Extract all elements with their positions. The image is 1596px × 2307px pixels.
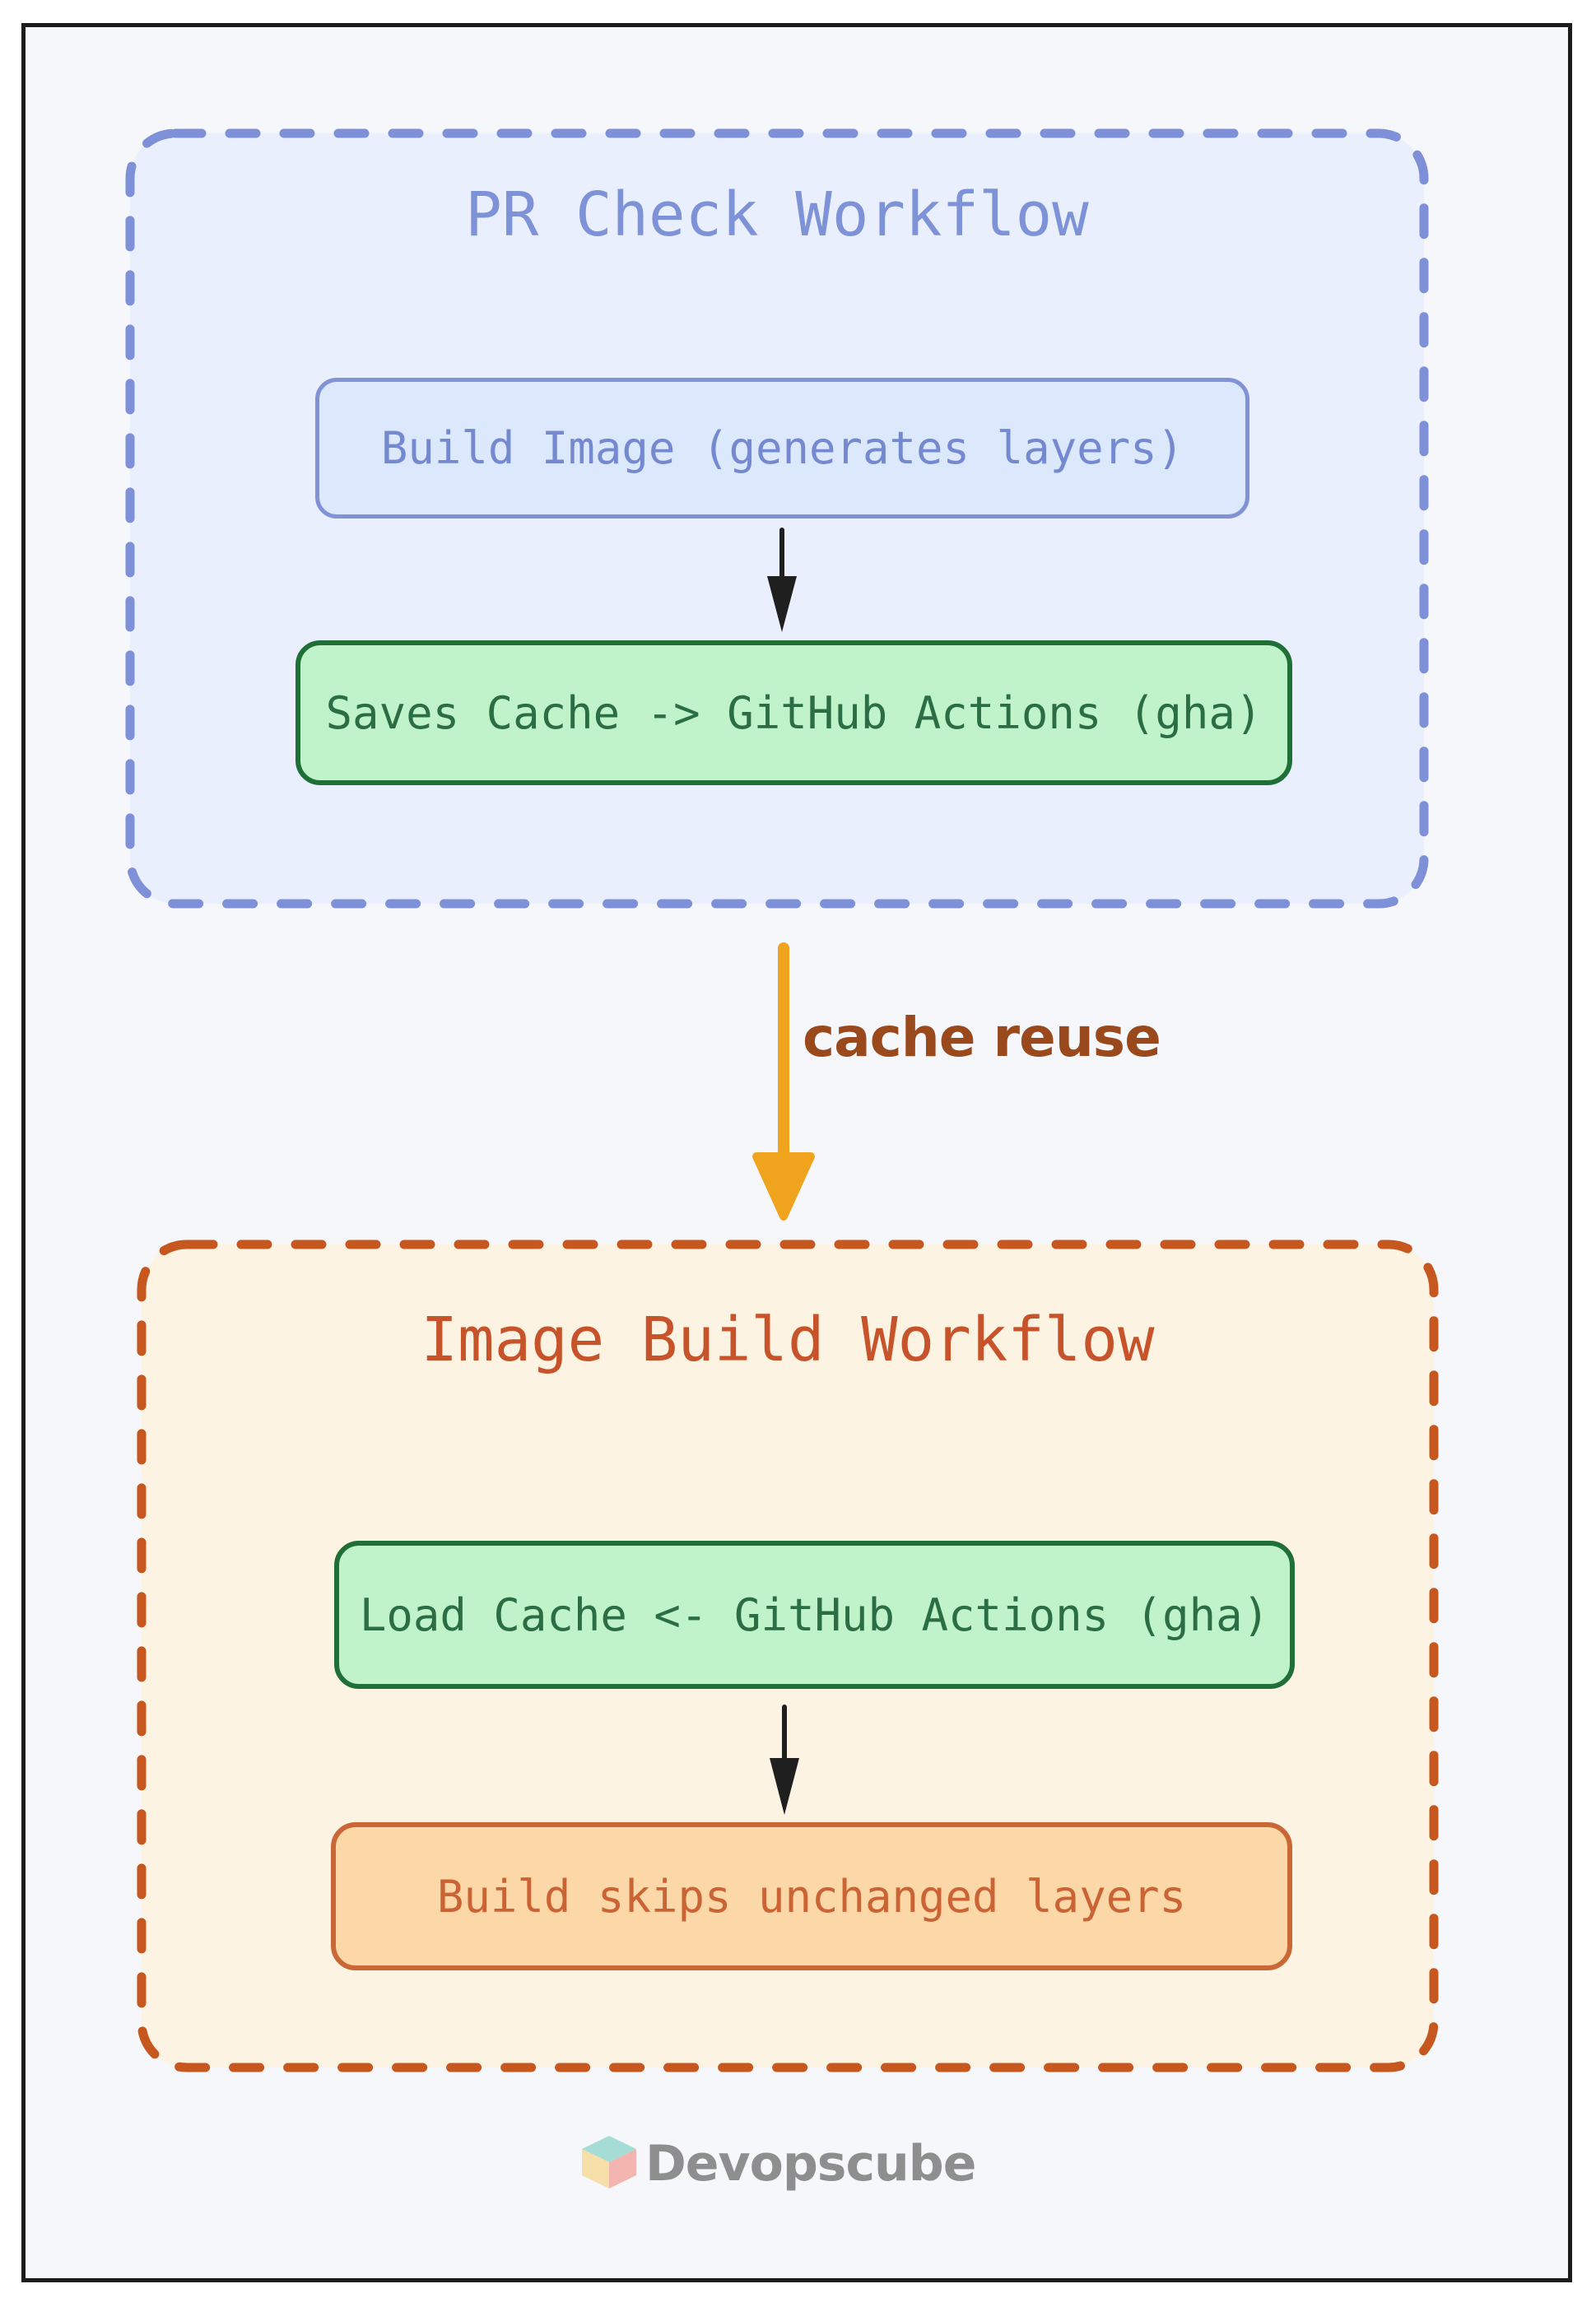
devopscube-logo: Devopscube: [581, 2135, 976, 2193]
devopscube-cube-icon: [582, 2136, 636, 2188]
load-cache-node: Load Cache <- GitHub Actions (gha): [334, 1541, 1295, 1689]
build-image-node: Build Image (generates layers): [315, 378, 1249, 519]
image-build-workflow-title: Image Build Workflow: [421, 1305, 1155, 1375]
saves-cache-node: Saves Cache -> GitHub Actions (gha): [295, 640, 1292, 785]
cache-reuse-arrow-icon: [752, 942, 815, 1221]
devopscube-logo-text: Devopscube: [645, 2135, 976, 2193]
pr-workflow-title: PR Check Workflow: [465, 179, 1089, 250]
build-skips-node: Build skips unchanged layers: [331, 1822, 1292, 1970]
cache-reuse-label: cache reuse: [803, 1006, 1161, 1069]
arrow-build-to-save-icon: [767, 528, 797, 632]
arrow-load-to-build-icon: [770, 1705, 799, 1815]
